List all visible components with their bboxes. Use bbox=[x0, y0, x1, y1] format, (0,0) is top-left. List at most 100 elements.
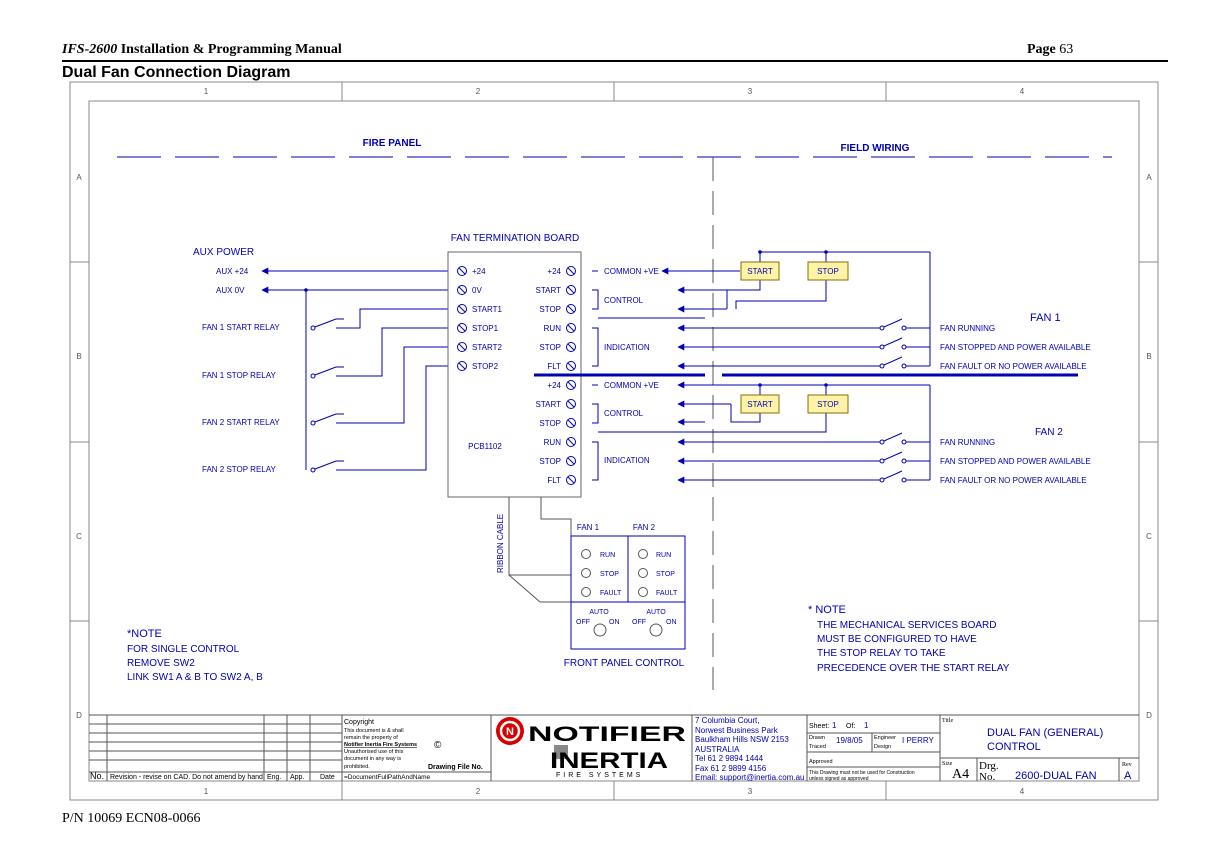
drawn-label: Drawn bbox=[809, 735, 825, 741]
fire-panel-label: FIRE PANEL bbox=[363, 138, 422, 149]
aux-24-label: AUX +24 bbox=[216, 267, 249, 276]
fan2-stop-button-label: STOP bbox=[817, 400, 839, 409]
aux-0v-label: AUX 0V bbox=[216, 286, 245, 295]
indication-2: INDICATION bbox=[604, 456, 650, 465]
left-note-heading: *NOTE bbox=[127, 628, 162, 640]
rev-eng: Eng. bbox=[267, 774, 281, 781]
grid-row-b-right: B bbox=[1146, 352, 1151, 361]
sheet-label: Sheet: bbox=[809, 723, 829, 730]
notifier-logo-letter: N bbox=[506, 726, 514, 738]
traced-label: Traced bbox=[809, 744, 826, 750]
fan1-output-contacts bbox=[879, 318, 907, 369]
inertia-logo-mark bbox=[554, 745, 568, 759]
address-block: 7 Columbia Court, Norwest Business Park … bbox=[695, 716, 805, 782]
right-terminal-label: +24 bbox=[547, 381, 561, 390]
copyright-line-7: prohibited. bbox=[344, 764, 370, 770]
right-terminal-screw bbox=[566, 266, 576, 276]
fp1-off: OFF bbox=[576, 619, 590, 626]
right-terminal-label: START bbox=[536, 286, 562, 295]
fan2-fault: FAN FAULT OR NO POWER AVAILABLE bbox=[940, 476, 1087, 485]
common-ve-1: COMMON +VE bbox=[604, 267, 659, 276]
of-label: Of: bbox=[846, 723, 855, 730]
fp1-on: ON bbox=[609, 619, 620, 626]
fp1-auto: AUTO bbox=[589, 609, 609, 616]
address-line-4: AUSTRALIA bbox=[695, 745, 740, 754]
fan2-start-button-label: START bbox=[747, 400, 773, 409]
fp1-stop: STOP bbox=[600, 571, 619, 578]
footer-part-number: P/N 10069 ECN08-0066 bbox=[62, 811, 201, 826]
copyright-line-2: This document is & shall bbox=[344, 728, 404, 734]
left-note: *NOTE FOR SINGLE CONTROL REMOVE SW2 LINK… bbox=[127, 628, 263, 683]
inertia-logo-subtext: FIRE SYSTEMS bbox=[556, 772, 643, 779]
left-note-line-3: LINK SW1 A & B TO SW2 A, B bbox=[127, 672, 263, 683]
drg-number: 2600-DUAL FAN bbox=[1015, 770, 1097, 782]
fan2-title: FAN 2 bbox=[1035, 427, 1063, 438]
left-terminal-label: 0V bbox=[472, 286, 482, 295]
left-terminal-label: STOP2 bbox=[472, 362, 499, 371]
construction-note-2: unless signed as approved bbox=[809, 776, 869, 782]
fp2-on: ON bbox=[666, 619, 677, 626]
copyright-block: Copyright This document is & shall remai… bbox=[344, 719, 483, 771]
fp1-fault: FAULT bbox=[600, 590, 622, 597]
right-terminal-screw bbox=[566, 285, 576, 295]
address-line-2: Norwest Business Park bbox=[695, 726, 779, 735]
copyright-line-6: document in any way is bbox=[344, 756, 401, 762]
rev-date: Date bbox=[320, 774, 335, 781]
sheet-value: 1 bbox=[832, 721, 837, 730]
fan1-stopped: FAN STOPPED AND POWER AVAILABLE bbox=[940, 343, 1091, 352]
right-note-heading: * NOTE bbox=[808, 604, 846, 616]
board-title: FAN TERMINATION BOARD bbox=[451, 233, 580, 244]
size-label: Size bbox=[942, 761, 953, 767]
pcb-label: PCB1102 bbox=[468, 442, 502, 451]
aux-power-title: AUX POWER bbox=[193, 247, 254, 258]
grid-row-a-right: A bbox=[1146, 173, 1152, 182]
drawing-title-2: CONTROL bbox=[987, 741, 1041, 753]
grid-col-4-bottom: 4 bbox=[1020, 787, 1025, 796]
design-label: Design bbox=[874, 744, 891, 750]
grid-row-c-left: C bbox=[76, 532, 82, 541]
control-1: CONTROL bbox=[604, 296, 644, 305]
right-terminal-label: RUN bbox=[544, 324, 562, 333]
fan2-output-contacts bbox=[879, 432, 907, 483]
address-line-5: Tel 61 2 9894 1444 bbox=[695, 754, 764, 763]
address-line-3: Baulkham Hills NSW 2153 bbox=[695, 735, 789, 744]
fan2-stop-relay-label: FAN 2 STOP RELAY bbox=[202, 465, 276, 474]
copyright-line-4: Notifier Inertia Fire Systems bbox=[344, 742, 417, 748]
fp1-run: RUN bbox=[600, 552, 615, 559]
fan2-mode-switch bbox=[649, 623, 663, 637]
rev-label: Rev bbox=[1122, 762, 1132, 768]
fan1-start-relay-label: FAN 1 START RELAY bbox=[202, 323, 280, 332]
junction-dot bbox=[824, 383, 828, 387]
fan1-stop-button-label: STOP bbox=[817, 267, 839, 276]
relay-wiring bbox=[336, 308, 448, 471]
right-terminal-label: STOP bbox=[539, 457, 561, 466]
grid-row-b-left: B bbox=[76, 352, 81, 361]
copyright-line-5: Unauthorised use of this bbox=[344, 749, 404, 755]
notifier-logo-ring bbox=[499, 720, 521, 742]
front-panel-fan1: FAN 1 bbox=[577, 523, 600, 532]
left-terminal-screw bbox=[457, 342, 467, 352]
front-panel-fan2: FAN 2 bbox=[633, 523, 656, 532]
front-panel-caption: FRONT PANEL CONTROL bbox=[564, 658, 685, 669]
grid-col-4-top: 4 bbox=[1020, 87, 1025, 96]
fan2-field-wiring bbox=[598, 384, 931, 481]
left-terminal-label: START1 bbox=[472, 305, 502, 314]
drawing-file-label: Drawing File No. bbox=[428, 764, 483, 771]
engineer-label: Engineer bbox=[874, 735, 896, 741]
header-rule bbox=[62, 60, 1168, 62]
fan2-running: FAN RUNNING bbox=[940, 438, 995, 447]
fp2-fault: FAULT bbox=[656, 590, 678, 597]
junction-dot bbox=[824, 250, 828, 254]
right-terminal-label: START bbox=[536, 400, 562, 409]
left-terminal-label: +24 bbox=[472, 267, 486, 276]
right-terminal-screw bbox=[566, 323, 576, 333]
left-terminal-screw bbox=[457, 266, 467, 276]
page-indicator: Page 63 bbox=[1027, 42, 1073, 58]
right-terminal-label: FLT bbox=[547, 362, 561, 371]
fp2-auto: AUTO bbox=[646, 609, 666, 616]
right-terminal-label: STOP bbox=[539, 305, 561, 314]
right-terminal-block: +24STARTSTOPRUNSTOPFLT+24STARTSTOPRUNSTO… bbox=[536, 266, 576, 485]
grid-col-3-bottom: 3 bbox=[748, 787, 753, 796]
grid-row-d-right: D bbox=[1146, 711, 1152, 720]
